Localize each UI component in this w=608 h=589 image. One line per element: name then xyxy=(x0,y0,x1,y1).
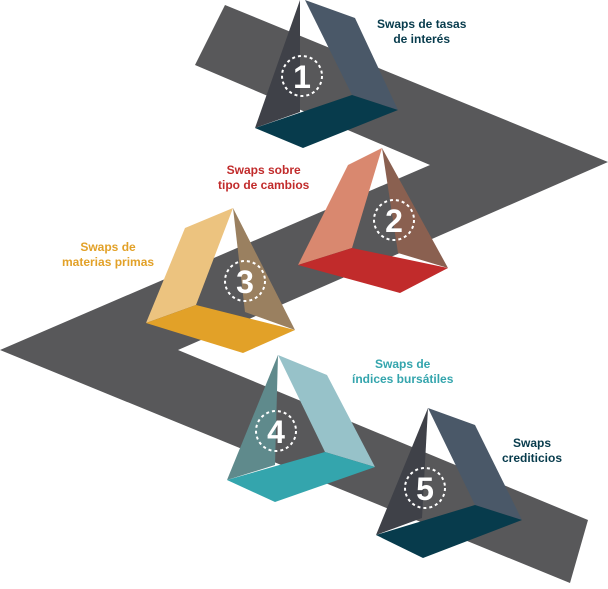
step-1-block xyxy=(255,0,398,148)
step-5-shadow xyxy=(376,408,428,535)
step-2-block xyxy=(298,148,448,293)
step-2-shadow xyxy=(382,148,448,268)
step-5-badge: 5 xyxy=(404,467,446,509)
step-1-shadow xyxy=(255,0,300,128)
step-1-face xyxy=(305,0,398,110)
step-2-face xyxy=(298,148,382,265)
step-4-label: Swaps de índices bursátiles xyxy=(352,357,454,386)
step-3-label: Swaps de materias primas xyxy=(62,240,155,269)
step-3-face xyxy=(146,208,233,323)
step-5-number: 5 xyxy=(416,471,434,507)
step-1-number: 1 xyxy=(293,59,311,95)
dashed-circle-icon xyxy=(224,260,266,302)
step-2-number: 2 xyxy=(385,203,403,239)
step-3-badge: 3 xyxy=(224,260,266,302)
dashed-circle-icon xyxy=(373,199,415,241)
step-3-base xyxy=(146,305,295,353)
dashed-circle-icon xyxy=(255,410,297,452)
step-3-block xyxy=(146,208,295,353)
step-5-block xyxy=(376,408,522,558)
step-5-face xyxy=(428,408,522,520)
step-4-badge: 4 xyxy=(255,410,297,452)
dashed-circle-icon xyxy=(281,55,323,97)
step-3-number: 3 xyxy=(236,264,254,300)
step-5-label: Swaps crediticios xyxy=(502,436,563,465)
step-1-badge: 1 xyxy=(281,55,323,97)
zigzag-road xyxy=(0,5,608,583)
step-1-label: Swaps de tasas de interés xyxy=(377,17,467,46)
step-3-shadow xyxy=(233,208,295,330)
step-4-number: 4 xyxy=(267,414,285,450)
step-4-base xyxy=(227,452,375,502)
step-1-base xyxy=(255,95,398,148)
step-2-badge: 2 xyxy=(373,199,415,241)
step-2-label: Swaps sobre tipo de cambios xyxy=(218,163,310,192)
dashed-circle-icon xyxy=(404,467,446,509)
step-4-face xyxy=(278,355,375,467)
step-5-base xyxy=(376,505,522,558)
step-2-base xyxy=(298,248,448,293)
